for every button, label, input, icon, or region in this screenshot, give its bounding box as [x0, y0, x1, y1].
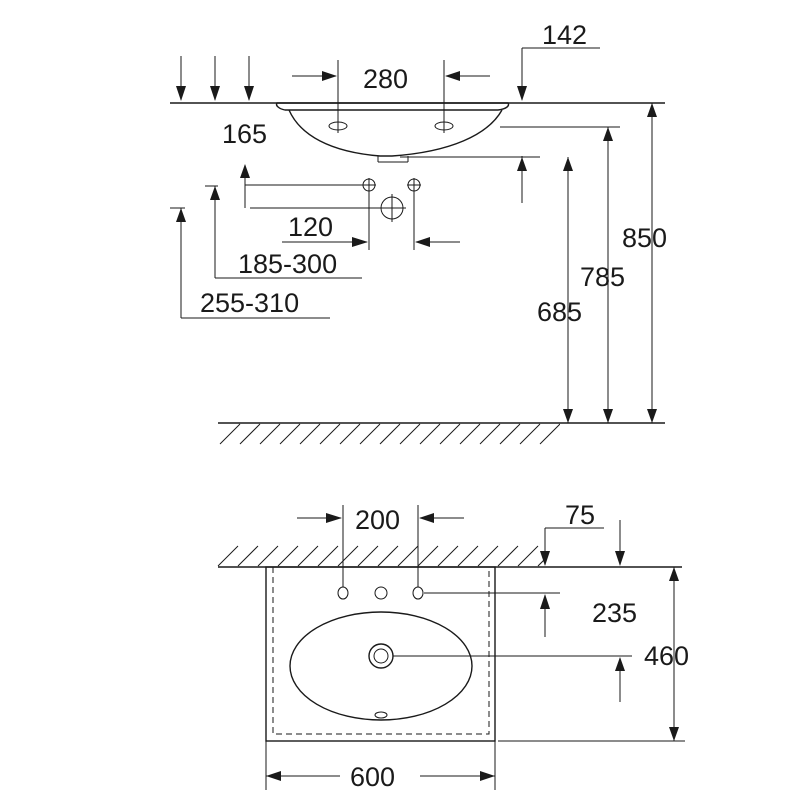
dimension-200: 200 [297, 505, 464, 587]
dim-235-label: 235 [592, 598, 637, 628]
floor-hatching [218, 422, 665, 445]
wall-connections [245, 178, 421, 250]
dim-165-label: 165 [222, 119, 267, 149]
dimension-235: 235 [424, 592, 637, 637]
dim-200-label: 200 [355, 505, 400, 535]
dim-75-label: 75 [565, 500, 595, 530]
dimension-600: 600 [265, 741, 496, 792]
dim-120-label: 120 [288, 212, 333, 242]
wall-hatching [217, 545, 682, 568]
dimension-142: 142 [517, 20, 600, 203]
dim-600-label: 600 [350, 762, 395, 792]
side-view: 280 142 165 [170, 20, 667, 445]
dim-255-310-label: 255-310 [200, 288, 299, 318]
basin-profile [275, 102, 510, 163]
dimension-785: 785 [580, 127, 625, 423]
dim-685-label: 685 [537, 297, 582, 327]
dimension-75: 75 [540, 500, 625, 566]
top-view: 200 75 235 46 [217, 500, 689, 792]
dim-280-label: 280 [363, 64, 408, 94]
dim-785-label: 785 [580, 262, 625, 292]
left-vertical-arrows [170, 164, 250, 318]
dim-460-label: 460 [644, 641, 689, 671]
dimension-685: 685 [537, 157, 582, 423]
dimension-280: 280 [292, 60, 490, 120]
top-edge-arrows [176, 56, 254, 101]
dimension-120: 120 [282, 212, 460, 247]
dimension-850: 850 [622, 103, 667, 423]
drain-center-leader [393, 655, 632, 702]
dim-850-label: 850 [622, 223, 667, 253]
dimension-460: 460 [498, 567, 689, 742]
dim-142-label: 142 [542, 20, 587, 50]
dim-185-300-label: 185-300 [238, 249, 337, 279]
